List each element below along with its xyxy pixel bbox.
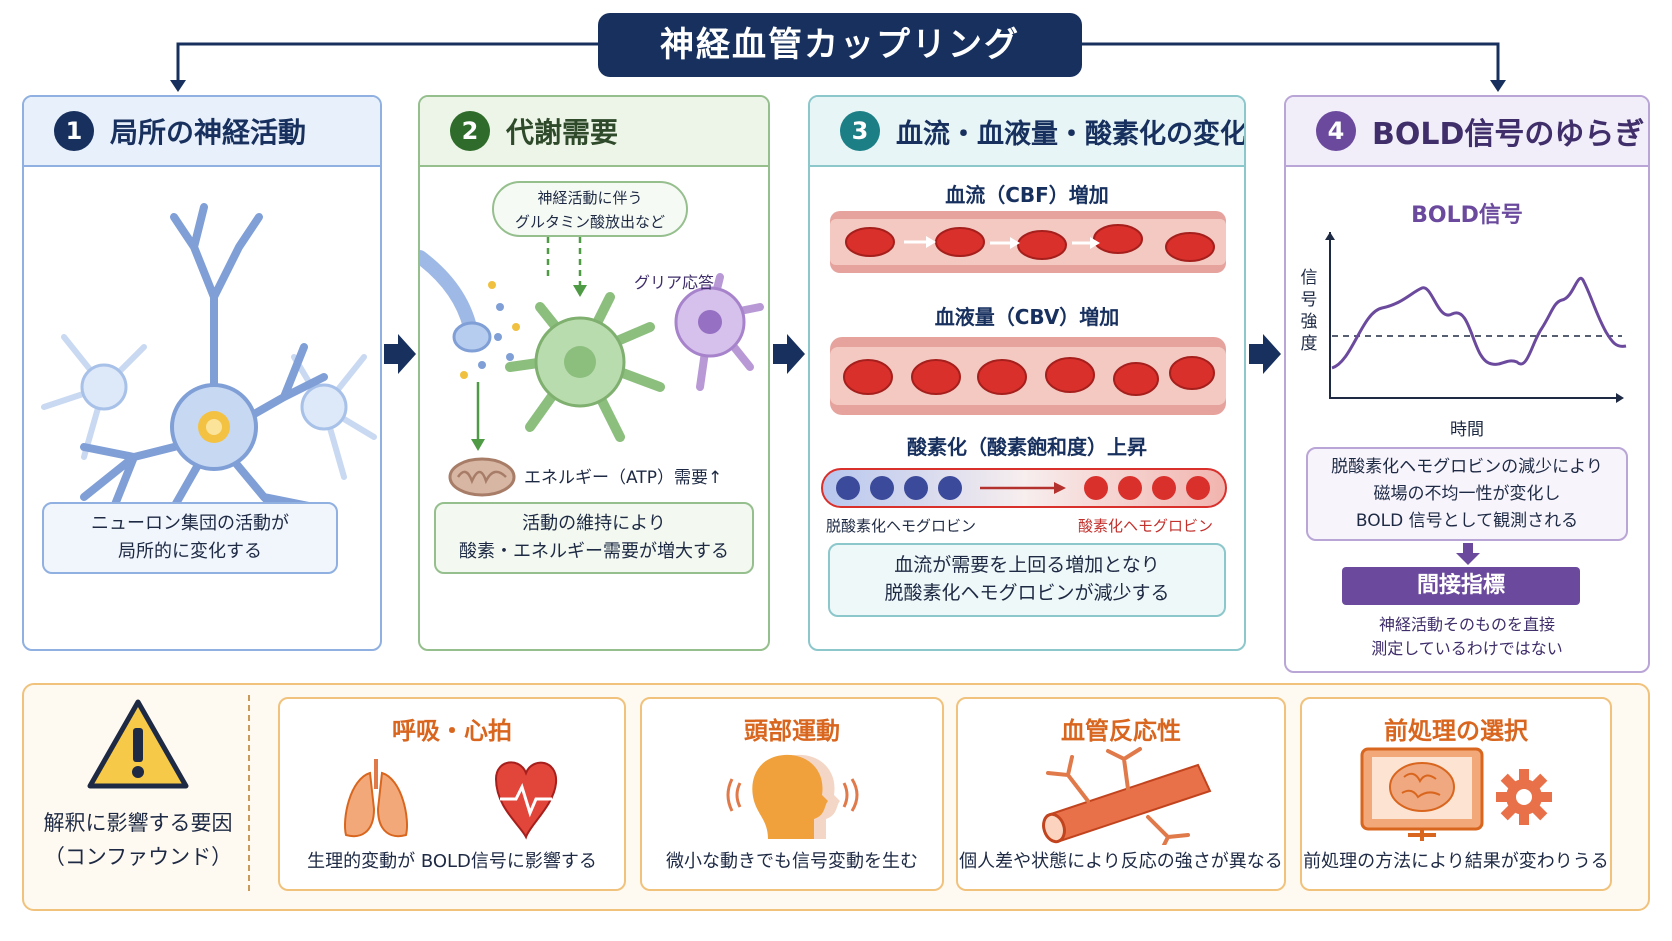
panel2-note-line2: 酸素・エネルギー需要が増大する bbox=[459, 541, 729, 562]
head-motion-icon bbox=[726, 754, 859, 839]
factor1-title: 呼吸・心拍 bbox=[392, 717, 512, 745]
diagram-title: 神経血管カップリング bbox=[598, 13, 1082, 77]
indirect-indicator-badge: 間接指標 bbox=[1342, 567, 1580, 605]
flow-arrow-2-3 bbox=[773, 334, 805, 374]
x-axis-label: 時間 bbox=[1450, 420, 1484, 440]
cbf-label: 血流（CBF）増加 bbox=[945, 183, 1109, 207]
factor4-desc: 前処理の方法により結果が変わりうる bbox=[1303, 851, 1609, 872]
factor4-title: 前処理の選択 bbox=[1384, 717, 1528, 745]
panel4-note-line1: 脱酸素化ヘモグロビンの減少により bbox=[1331, 457, 1603, 477]
panel1-note-line2: 局所的に変化する bbox=[118, 541, 262, 562]
bubble-line1: 神経活動に伴う bbox=[537, 189, 643, 207]
oxy-hb-label: 酸素化ヘモグロビン bbox=[1078, 517, 1214, 535]
factor-preprocessing: 前処理の選択 前処理の方法により結果が変わりうる bbox=[1300, 697, 1612, 891]
factor-vascular-reactivity: 血管反応性 個人差や状態により反応の強さが異なる bbox=[956, 697, 1286, 891]
panel4-note-line3: BOLD 信号として観測される bbox=[1355, 511, 1579, 531]
panel4-note-line2: 磁場の不均一性が変化し bbox=[1373, 484, 1561, 504]
step-number-4: 4 bbox=[1316, 111, 1356, 151]
cbv-label: 血液量（CBV）増加 bbox=[934, 305, 1120, 329]
down-arrow-icon bbox=[1456, 543, 1480, 565]
panel2-note-line1: 活動の維持により bbox=[522, 513, 666, 534]
panel2-note: 活動の維持により 酸素・エネルギー需要が増大する bbox=[434, 502, 754, 574]
panel1-note: ニューロン集団の活動が 局所的に変化する bbox=[42, 502, 338, 574]
panel4-heading: BOLD信号のゆらぎ bbox=[1372, 117, 1645, 152]
vessel-cbf bbox=[830, 211, 1226, 273]
panel3-note-line1: 血流が需要を上回る増加となり bbox=[894, 554, 1160, 576]
blood-vessel-icon bbox=[1042, 747, 1212, 845]
glutamate-bubble: 神経活動に伴う グルタミン酸放出など bbox=[492, 181, 688, 237]
flow-arrow-3-4 bbox=[1249, 334, 1281, 374]
warning-icon bbox=[87, 699, 189, 789]
panel-neural-activity: 1 局所の神経活動 ニューロン集団の活動が 局所的に変化する bbox=[22, 95, 382, 651]
step-number-2: 2 bbox=[450, 111, 490, 151]
panel4-header: 4 BOLD信号のゆらぎ bbox=[1286, 97, 1648, 167]
panel4-caption-line2: 測定しているわけではない bbox=[1371, 639, 1563, 658]
factor2-title: 頭部運動 bbox=[744, 717, 840, 745]
factor-respiration-heartbeat: 呼吸・心拍 生理的変動が BOLD信号に影響する bbox=[278, 697, 626, 891]
step-number-1: 1 bbox=[54, 111, 94, 151]
panel2-header: 2 代謝需要 bbox=[420, 97, 768, 167]
panel1-header: 1 局所の神経活動 bbox=[24, 97, 380, 167]
panel2-heading: 代謝需要 bbox=[506, 116, 619, 149]
factor2-desc: 微小な動きでも信号変動を生む bbox=[666, 851, 918, 872]
confounds-divider bbox=[248, 695, 250, 891]
confounds-label-line2: （コンファウンド） bbox=[43, 845, 233, 869]
factor1-desc: 生理的変動が BOLD信号に影響する bbox=[307, 851, 597, 872]
panel4-caption-line1: 神経活動そのものを直接 bbox=[1378, 615, 1555, 634]
y-axis-label: 信号強度 bbox=[1300, 268, 1318, 354]
step-number-3: 3 bbox=[840, 111, 880, 151]
panel3-heading: 血流・血液量・酸素化の変化 bbox=[896, 118, 1246, 150]
panel3-note-line2: 脱酸素化ヘモグロビンが減少する bbox=[884, 582, 1170, 604]
title-connector bbox=[170, 42, 1506, 92]
lungs-heart-icon bbox=[344, 759, 558, 840]
panel-blood-changes: 3 血流・血液量・酸素化の変化 血流（CBF）増加 血液量（CBV）増加 酸素化… bbox=[808, 95, 1246, 651]
hemoglobin-gradient bbox=[821, 468, 1227, 508]
panel4-note: 脱酸素化ヘモグロビンの減少により 磁場の不均一性が変化し BOLD 信号として観… bbox=[1306, 447, 1628, 541]
panel1-heading: 局所の神経活動 bbox=[110, 116, 307, 149]
confounds-label: 解釈に影響する要因 （コンファウンド） bbox=[36, 806, 240, 874]
panel1-note-line1: ニューロン集団の活動が bbox=[91, 513, 289, 534]
panel-bold-signal: 4 BOLD信号のゆらぎ BOLD信号 信号強度 時間 脱酸素化ヘモグロビンの減… bbox=[1284, 95, 1650, 673]
panel-metabolic-demand: 2 代謝需要 神経活動に伴う グルタミン酸放出など グリア応答 エネルギー（AT… bbox=[418, 95, 770, 651]
factor3-desc: 個人差や状態により反応の強さが異なる bbox=[959, 851, 1283, 872]
glia-response-label: グリア応答 bbox=[634, 273, 715, 292]
bold-signal-chart bbox=[1325, 232, 1627, 403]
panel4-caption: 神経活動そのものを直接 測定しているわけではない bbox=[1286, 613, 1648, 661]
neuron-illustration bbox=[41, 203, 377, 517]
panel3-note: 血流が需要を上回る増加となり 脱酸素化ヘモグロビンが減少する bbox=[828, 543, 1226, 617]
factor3-title: 血管反応性 bbox=[1061, 717, 1181, 745]
flow-arrow-1-2 bbox=[384, 334, 416, 374]
deoxy-hb-label: 脱酸素化ヘモグロビン bbox=[826, 517, 977, 535]
bold-chart-title: BOLD信号 bbox=[1411, 203, 1523, 228]
confounds-label-line1: 解釈に影響する要因 bbox=[43, 811, 233, 835]
bubble-line2: グルタミン酸放出など bbox=[514, 213, 665, 231]
vessel-cbv bbox=[830, 337, 1226, 415]
monitor-brain-icon bbox=[1360, 747, 1552, 841]
panel3-header: 3 血流・血液量・酸素化の変化 bbox=[810, 97, 1244, 167]
metabolism-illustration bbox=[420, 237, 764, 497]
atp-demand-label: エネルギー（ATP）需要↑ bbox=[524, 468, 723, 488]
oxygenation-label: 酸素化（酸素飽和度）上昇 bbox=[907, 435, 1147, 459]
factor-head-motion: 頭部運動 微小な動きでも信号変動を生む bbox=[640, 697, 944, 891]
